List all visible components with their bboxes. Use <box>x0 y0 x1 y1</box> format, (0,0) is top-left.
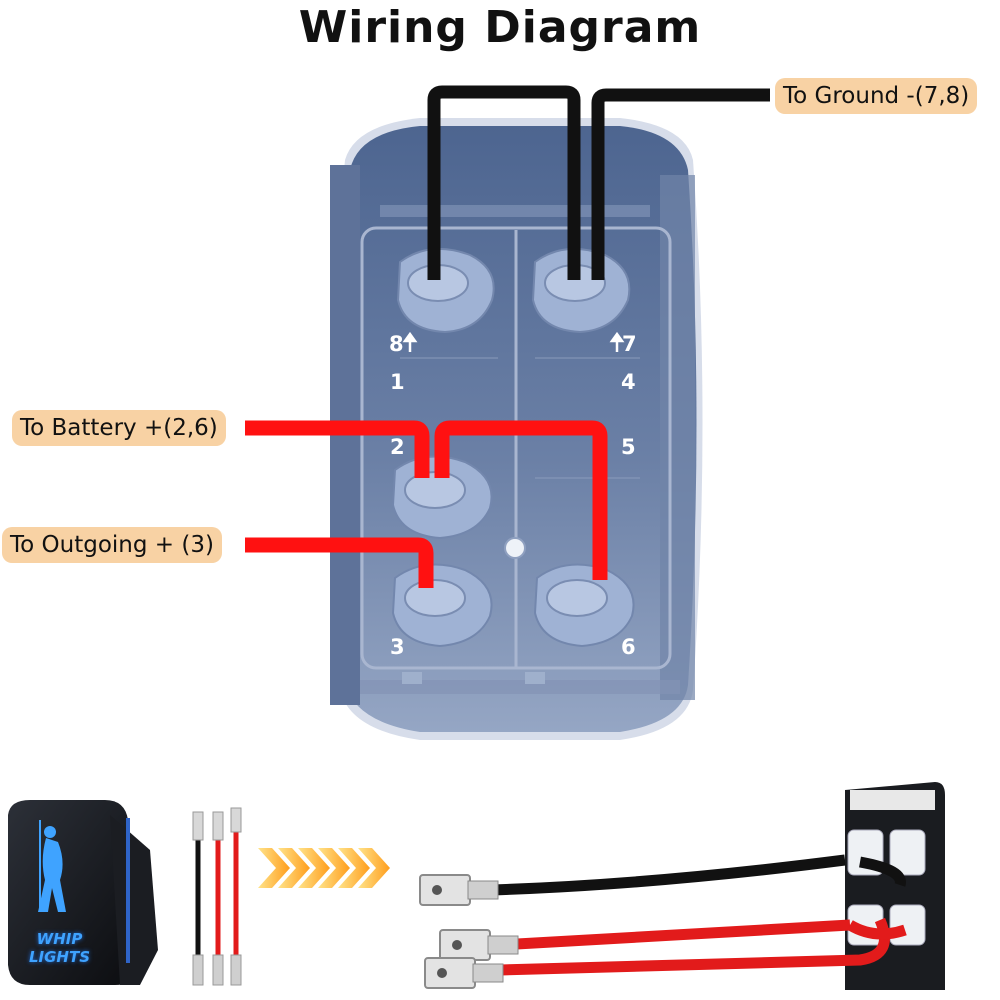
pin-6-label: 6 <box>621 635 636 659</box>
pin-3-label: 3 <box>390 635 405 659</box>
wire-harness-image <box>192 807 242 986</box>
terminal-6 <box>533 563 635 648</box>
female-spade-terminal-icon <box>419 874 499 906</box>
outgoing-label: To Outgoing + (3) <box>2 527 222 563</box>
rocker-switch-image <box>8 800 158 985</box>
battery-label: To Battery +(2,6) <box>12 410 226 446</box>
female-spade-terminal-icon <box>439 929 519 961</box>
terminal-3 <box>391 563 493 648</box>
ground-label: To Ground -(7,8) <box>775 78 978 114</box>
diagram-title: Wiring Diagram <box>298 2 702 53</box>
pin-4-label: 4 <box>621 370 636 394</box>
terminal-7 <box>531 247 631 334</box>
pin-1-label: 1 <box>390 370 405 394</box>
power-wires <box>245 420 608 588</box>
switch-face-text: WHIP LIGHTS <box>28 930 91 966</box>
chevron-arrow-icon <box>258 848 390 888</box>
pin-5-label: 5 <box>621 435 636 459</box>
connected-switch-image <box>489 782 945 990</box>
up-arrow-icon <box>609 331 625 352</box>
female-spade-terminal-icon <box>424 957 504 989</box>
terminal-8 <box>396 247 495 334</box>
pin-8-label: 8 <box>389 332 404 356</box>
pin-7-label: 7 <box>622 332 637 356</box>
ground-wires <box>427 85 770 280</box>
up-arrow-icon <box>402 331 418 352</box>
pin-2-label: 2 <box>390 435 405 459</box>
